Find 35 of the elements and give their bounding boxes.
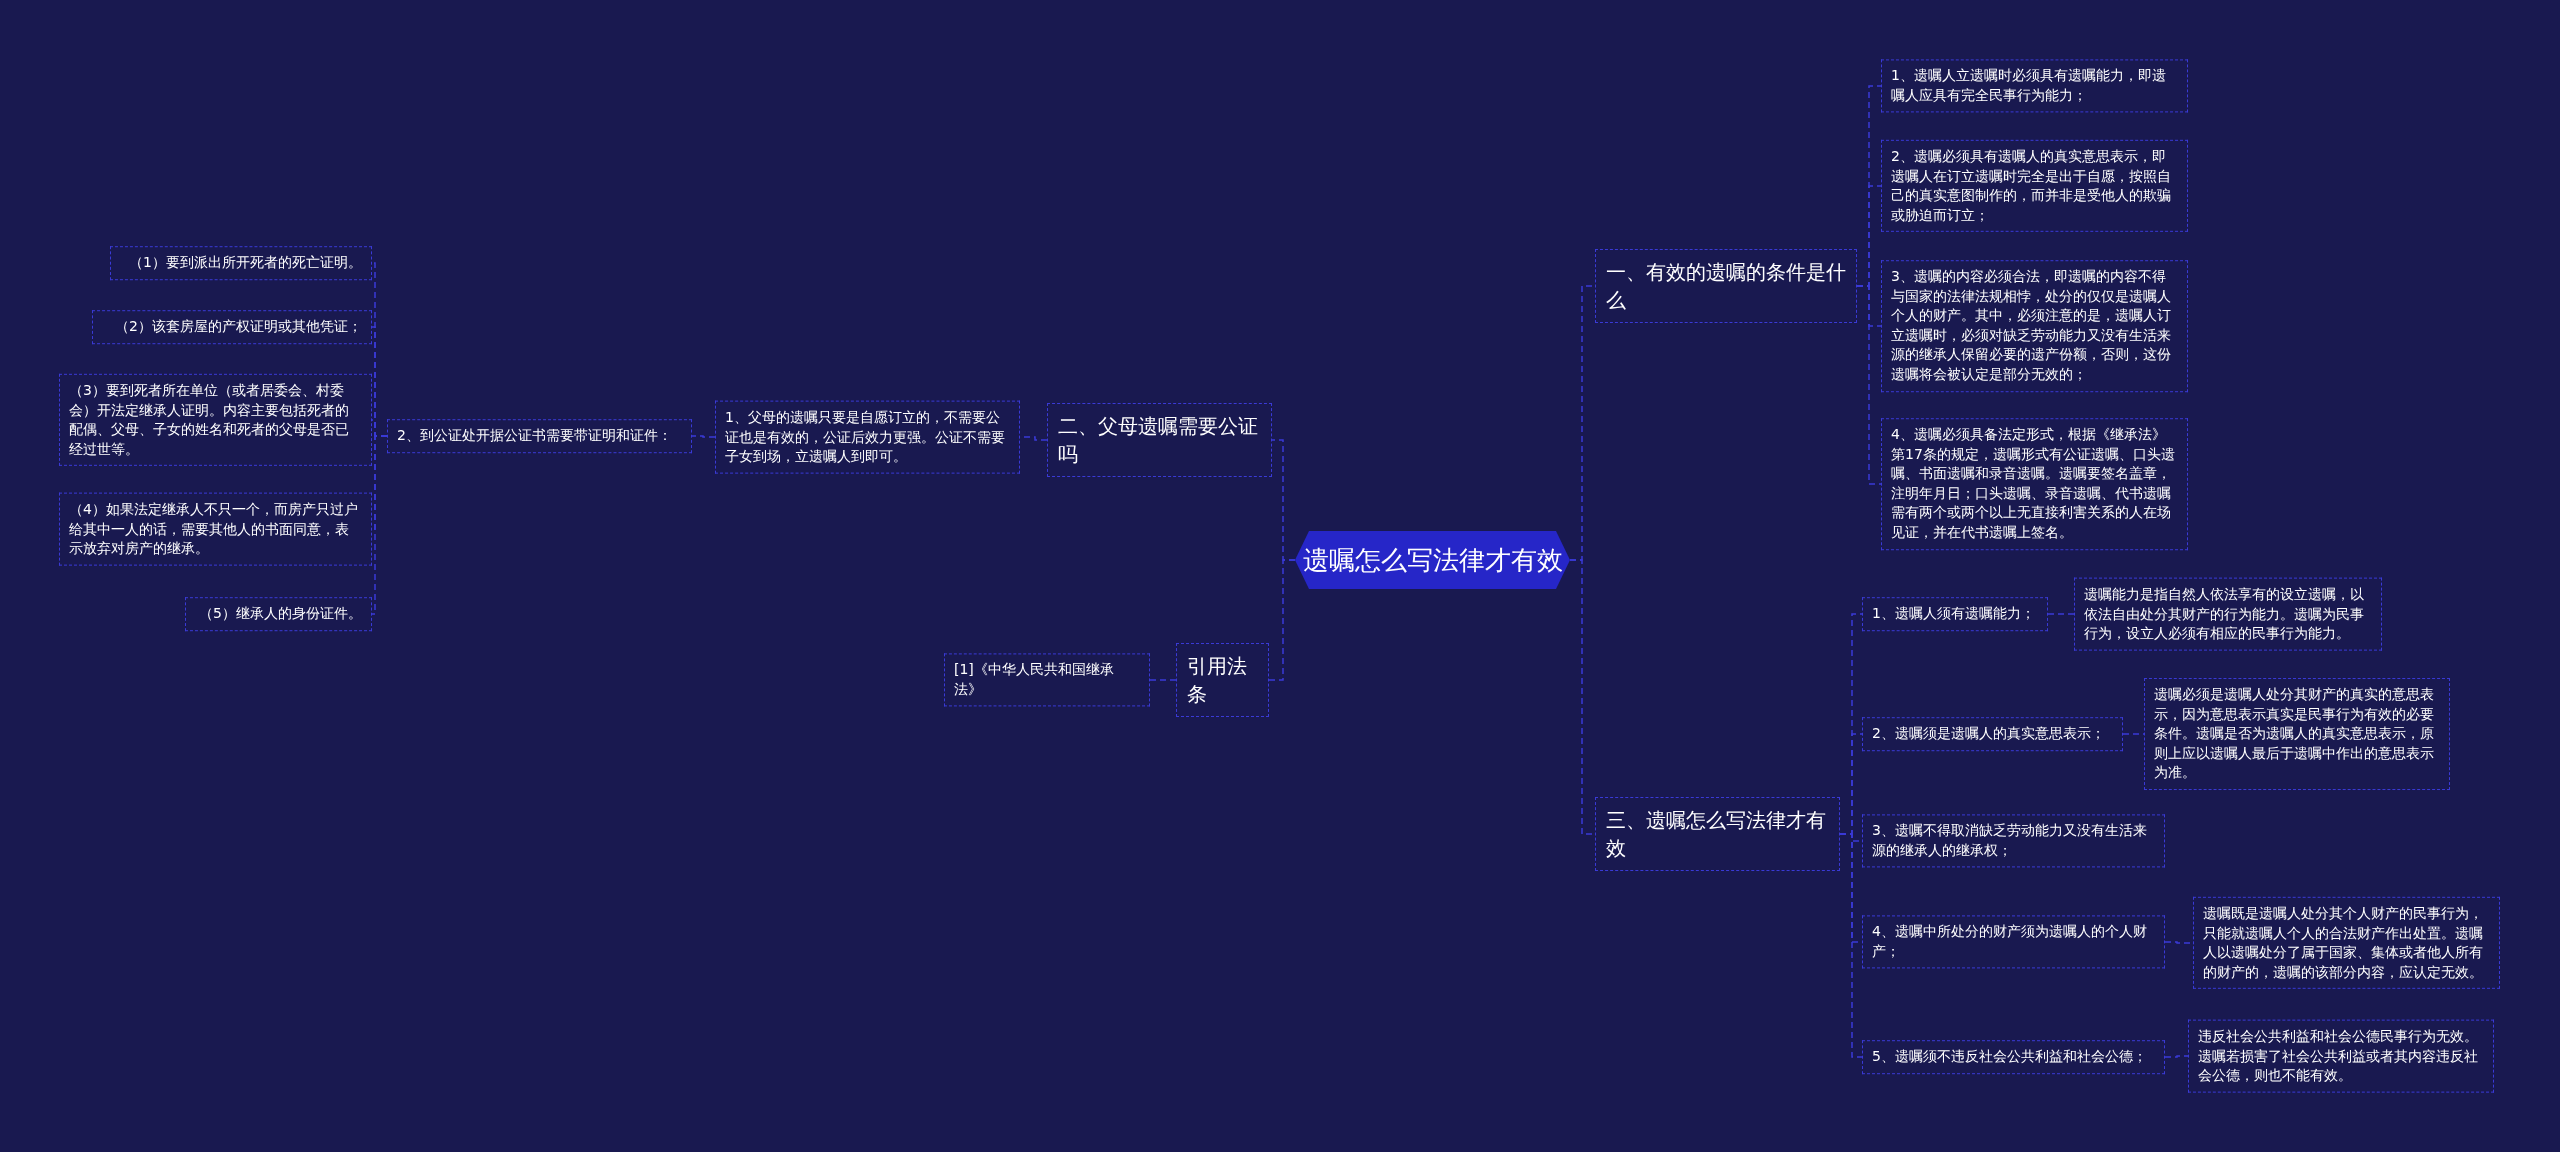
subtopic-box: （1）要到派出所开死者的死亡证明。 xyxy=(110,246,372,280)
subtopic-box: 3、遗嘱的内容必须合法，即遗嘱的内容不得与国家的法律法规相悖，处分的仅仅是遗嘱人个人的财产。其中，必须注意的是，遗嘱人订立遗嘱时，必须对缺乏劳动能力又没有生活来源的继承人保留必要的遗产份额，否则，这份遗嘱将会被认定是部分无效的； xyxy=(1881,260,2188,392)
topic-text: 遗嘱怎么写法律才有效 xyxy=(1302,543,1563,577)
subtopic-box: 2、遗嘱必须具有遗嘱人的真实意思表示，即遗嘱人在订立遗嘱时完全是出于自愿，按照自己的真实意图制作的，而并非是受他人的欺骗或胁迫而订立； xyxy=(1881,139,2188,233)
subtopic-box: [1]《中华人民共和国继承法》 xyxy=(944,653,1150,707)
topic-box: 引用法条 xyxy=(1176,643,1269,717)
connector-line xyxy=(2164,1055,2189,1058)
subtopic-box: 遗嘱能力是指自然人依法享有的设立遗嘱，以依法自由处分其财产的行为能力。遗嘱为民事行为，设立人必须有相应的民事行为能力。 xyxy=(2074,577,2382,651)
central-topic-hexagon xyxy=(1295,531,1570,589)
subtopic-box: 遗嘱必须是遗嘱人处分其财产的真实的意思表示，因为意思表示真实是民事行为有效的必要条件。遗嘱是否为遗嘱人的真实意思表示，原则上应以遗嘱人最后于遗嘱中作出的意思表示为准。 xyxy=(2144,678,2450,790)
subtopic-box: 1、遗嘱人须有遗嘱能力； xyxy=(1862,597,2048,631)
subtopic-box: （5）继承人的身份证件。 xyxy=(185,597,372,631)
subtopic-box: （2）该套房屋的产权证明或其他凭证； xyxy=(92,310,372,344)
subtopic-box: 2、到公证处开据公证书需要带证明和证件： xyxy=(387,419,692,453)
topic-box: 二、父母遗嘱需要公证吗 xyxy=(1047,403,1272,477)
connector-line xyxy=(2122,733,2145,735)
subtopic-box: 1、父母的遗嘱只要是自愿订立的，不需要公证也是有效的，公证后效力更强。公证不需要子女到场，立遗嘱人到即可。 xyxy=(715,400,1020,474)
connector-line xyxy=(1839,833,1863,1058)
subtopic-box: 5、遗嘱须不违反社会公共利益和社会公德； xyxy=(1862,1040,2165,1074)
connector-line xyxy=(1856,285,1882,485)
subtopic-box: 4、遗嘱中所处分的财产须为遗嘱人的个人财产； xyxy=(1862,915,2165,969)
subtopic-box: 遗嘱既是遗嘱人处分其个人财产的民事行为，只能就遗嘱人个人的合法财产作出处置。遗嘱人以遗嘱处分了属于国家、集体或者他人所有的财产的，遗嘱的该部分内容，应认定无效。 xyxy=(2193,896,2500,990)
connector-line xyxy=(1149,679,1177,681)
connector-line xyxy=(1268,559,1296,681)
topic-box: 一、有效的遗嘱的条件是什么 xyxy=(1595,249,1857,323)
subtopic-box: （3）要到死者所在单位（或者居委会、村委会）开法定继承人证明。内容主要包括死者的配偶、父母、子女的姓名和死者的父母是否已经过世等。 xyxy=(59,373,372,467)
subtopic-box: 3、遗嘱不得取消缺乏劳动能力又没有生活来源的继承人的继承权； xyxy=(1862,814,2165,868)
subtopic-box: （4）如果法定继承人不只一个，而房产只过户给其中一人的话，需要其他人的书面同意，表示放弃对房产的继承。 xyxy=(59,492,372,566)
connector-line xyxy=(2047,613,2075,615)
topic-box: 三、遗嘱怎么写法律才有效 xyxy=(1595,797,1840,871)
connector-line xyxy=(691,435,716,438)
subtopic-box: 4、遗嘱必须具备法定形式，根据《继承法》第17条的规定，遗嘱形式有公证遗嘱、口头遗嘱、书面遗嘱和录音遗嘱。遗嘱要签名盖章，注明年月日；口头遗嘱、录音遗嘱、代书遗嘱需有两个或两个以上无直接利害关系的人在场见证，并在代书遗嘱上签名。 xyxy=(1881,418,2188,550)
subtopic-box: 违反社会公共利益和社会公德民事行为无效。遗嘱若损害了社会公共利益或者其内容违反社会公德，则也不能有效。 xyxy=(2188,1019,2494,1093)
subtopic-box: 2、遗嘱须是遗嘱人的真实意思表示； xyxy=(1862,717,2123,751)
subtopic-box: 1、遗嘱人立遗嘱时必须具有遗嘱能力，即遗嘱人应具有完全民事行为能力； xyxy=(1881,59,2188,113)
